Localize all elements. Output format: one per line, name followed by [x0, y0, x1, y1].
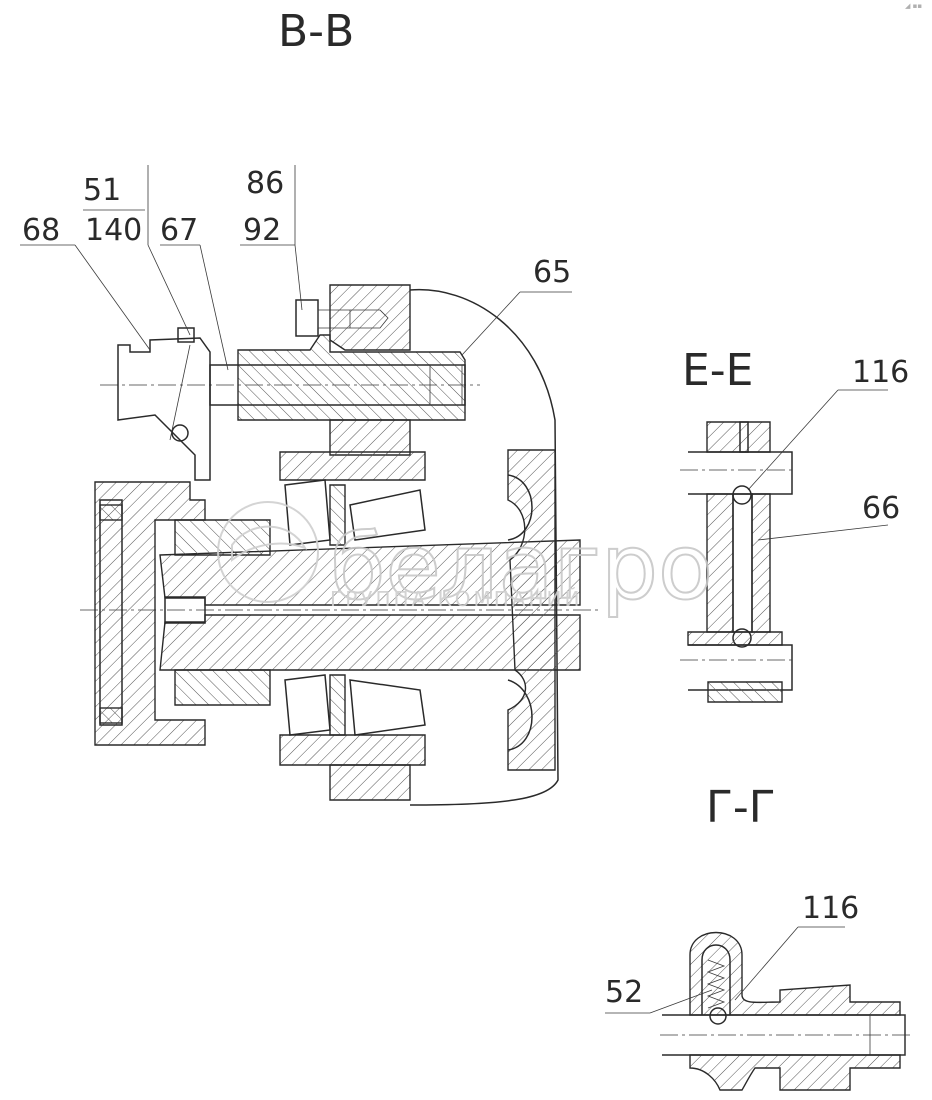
section-bb-title: В-В [278, 6, 354, 57]
bolt-shank [317, 309, 389, 329]
roller-1 [284, 479, 331, 546]
leader-86 [294, 244, 303, 311]
seal-top [99, 504, 123, 521]
leader-52 [649, 989, 713, 1014]
leader-140 [147, 244, 191, 336]
gg-spring-52 [706, 959, 726, 1009]
housing-flange-top [329, 284, 411, 351]
callout-66: 66 [862, 491, 900, 526]
callout-86: 86 [246, 166, 284, 201]
watermark-logo [217, 501, 319, 603]
callout-65: 65 [533, 255, 571, 290]
gg-bore [701, 944, 731, 1015]
section-gg-view: Г-Г 116 52 [605, 782, 910, 1091]
shaft-bore [164, 596, 206, 624]
callouts-bb: 51 140 68 67 86 92 65 [20, 165, 572, 371]
leader-116-e [747, 389, 839, 491]
housing-flange-mid [329, 419, 411, 456]
lever-pin [171, 424, 189, 442]
ee-lower-block [687, 631, 783, 646]
gg-ball [709, 1007, 727, 1025]
spacer-top [329, 484, 346, 546]
callout-92: 92 [243, 213, 281, 248]
left-cover-ring [99, 499, 123, 726]
callout-51: 51 [83, 173, 121, 208]
callout-52: 52 [605, 975, 643, 1010]
lever-screw-51 [177, 327, 195, 343]
bolt-head-86 [295, 299, 319, 337]
gg-body [689, 931, 901, 1016]
roller-4 [349, 679, 426, 736]
lever-spring [169, 344, 191, 441]
callout-68: 68 [22, 213, 60, 248]
housing-flange-bottom [329, 764, 411, 801]
section-bb-view: В-В [80, 6, 600, 806]
lever-68 [117, 337, 211, 481]
leader-66 [757, 524, 889, 541]
rod-end [429, 364, 463, 406]
roller-2 [349, 489, 426, 541]
watermark-brand: белагро [330, 515, 713, 620]
right-housing [507, 449, 556, 771]
corner-mark: ◢ ▪▪ [905, 2, 922, 10]
section-gg-title: Г-Г [706, 782, 776, 833]
bearing-cup-top [279, 451, 426, 481]
watermark-logo-swoosh [231, 525, 308, 563]
roller-3 [284, 674, 331, 736]
callout-116-g: 116 [802, 891, 859, 926]
watermark: белагро ГРУППА КОМПАНИЙ [217, 501, 714, 621]
leader-67 [199, 244, 229, 371]
ee-top-block [706, 421, 771, 453]
leader-116-g [734, 926, 799, 1001]
hub-upper [174, 519, 271, 556]
ee-ball-top [732, 485, 752, 505]
right-groove-top [507, 474, 533, 541]
section-ee-view: Е-Е 116 66 [680, 345, 909, 703]
watermark-tagline: ГРУППА КОМПАНИЙ [330, 587, 582, 611]
leader-65 [461, 291, 521, 356]
callout-116-e: 116 [852, 355, 909, 390]
callout-140: 140 [85, 213, 142, 248]
spacer-bottom [329, 674, 346, 736]
leader-68 [74, 244, 151, 351]
ee-bottom-plate [707, 681, 783, 703]
bearing-cup-bottom [279, 734, 426, 766]
housing-contour [409, 288, 559, 806]
section-ee-title: Е-Е [682, 345, 753, 396]
ee-pin-66 [732, 493, 753, 633]
seal-bottom [99, 707, 123, 724]
ee-right-wall [751, 493, 771, 633]
callout-67: 67 [160, 213, 198, 248]
right-groove-bottom [507, 679, 533, 751]
rod-housing-65 [237, 334, 466, 421]
hub-lower [174, 669, 271, 706]
gg-lower-body [689, 1054, 901, 1091]
